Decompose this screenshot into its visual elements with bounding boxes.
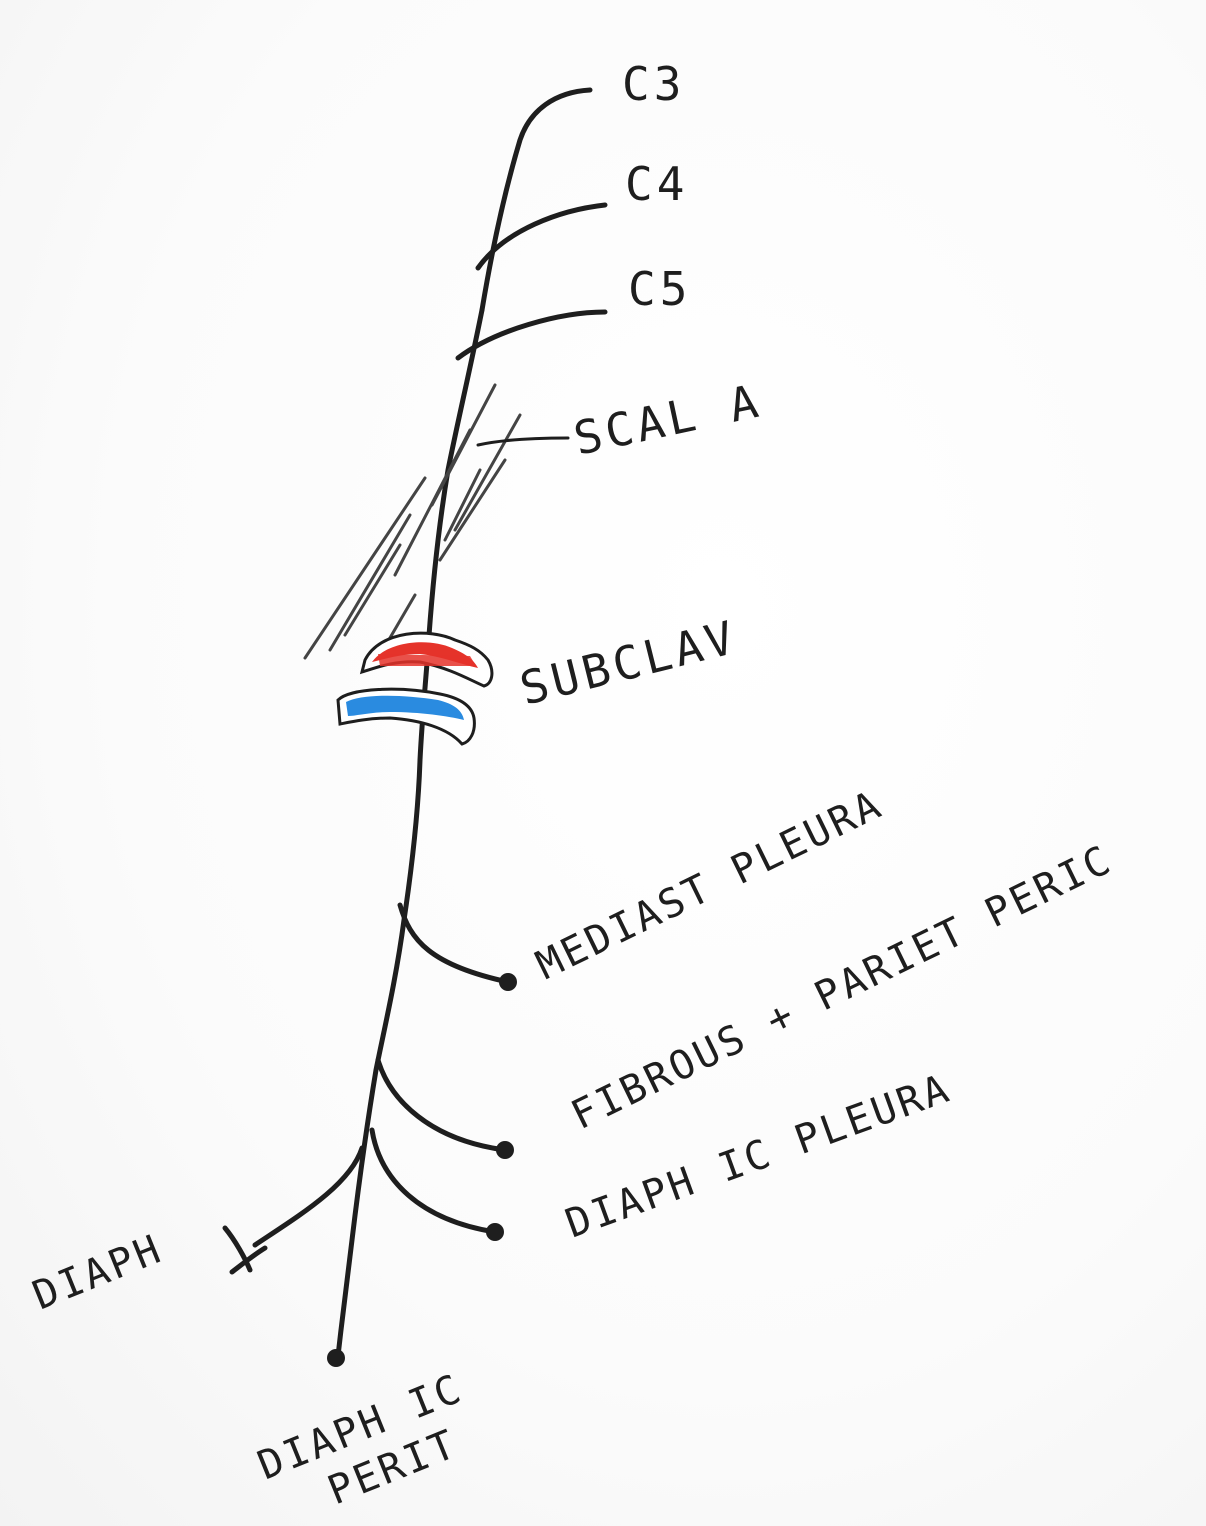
label-c5: C5 bbox=[628, 262, 691, 316]
mediastinal-pleura-branch bbox=[400, 905, 508, 982]
label-c3: C3 bbox=[622, 57, 685, 111]
scalene-label-leader bbox=[478, 438, 568, 445]
diaphragmatic-pleura-dot bbox=[486, 1223, 504, 1241]
label-scalene: SCAL A bbox=[569, 373, 766, 465]
diaphragm-end-bar bbox=[225, 1228, 265, 1272]
mediastinal-pleura-dot bbox=[499, 973, 517, 991]
subclavian-vein bbox=[338, 689, 474, 744]
scalene-anterior-hatch bbox=[305, 385, 520, 658]
diaphragm-branch bbox=[255, 1148, 362, 1245]
pericardial-dot bbox=[496, 1141, 514, 1159]
pericardial-branch bbox=[378, 1060, 505, 1150]
label-subclavian: SUBCLAV bbox=[515, 610, 743, 716]
label-fibrous-parietal-pericardium: FIBROUS + PARIET PERIC bbox=[564, 836, 1120, 1139]
label-c4: C4 bbox=[625, 157, 688, 211]
label-diaphragm: DIAPH bbox=[27, 1226, 170, 1319]
diaphragmatic-peritoneum-dot bbox=[327, 1349, 345, 1367]
label-mediastinal-pleura: MEDIAST PLEURA bbox=[529, 781, 890, 989]
c3-root-branch bbox=[482, 90, 590, 310]
